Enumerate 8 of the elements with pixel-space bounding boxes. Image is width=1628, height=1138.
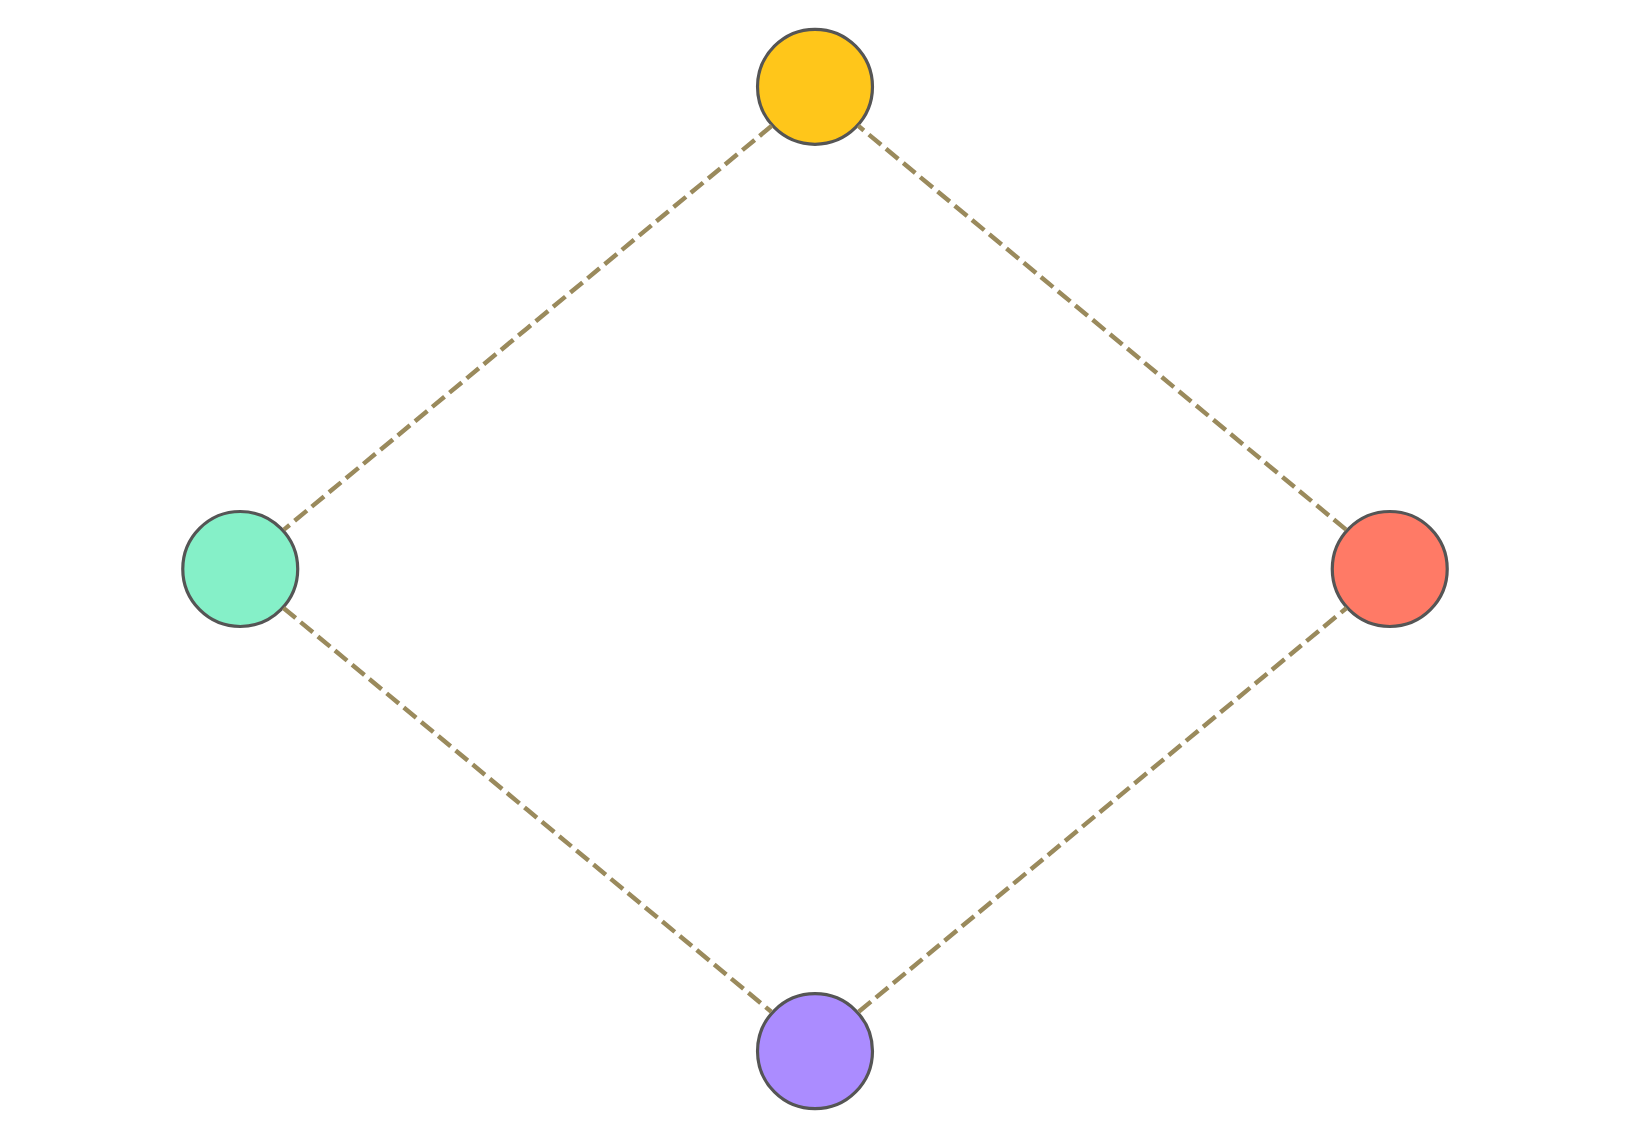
connector: [281, 124, 773, 532]
connector: [855, 124, 1347, 532]
connector: [856, 606, 1347, 1014]
node-circle: [180, 509, 299, 629]
node-circle: [754, 992, 874, 1111]
node-circle: [1329, 509, 1448, 629]
node-circle: [754, 27, 874, 146]
connector: [281, 606, 772, 1014]
